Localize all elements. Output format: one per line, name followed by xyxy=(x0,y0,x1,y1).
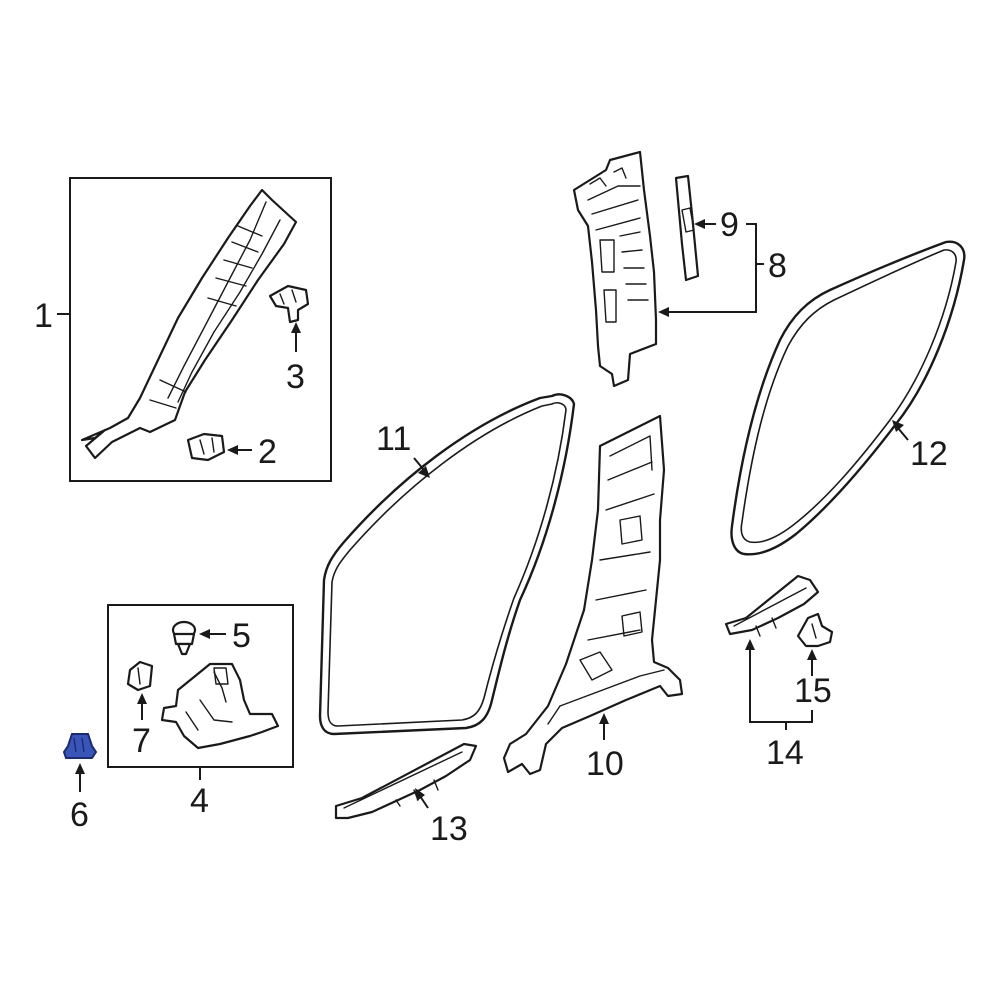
callout-7[interactable]: 7 xyxy=(132,722,151,760)
bracket-part-3[interactable] xyxy=(268,284,310,324)
arrow-13 xyxy=(415,788,425,801)
callout-12[interactable]: 12 xyxy=(910,435,948,473)
callout-4[interactable]: 4 xyxy=(190,782,209,820)
b-pillar-lower-trim-part-10[interactable] xyxy=(502,414,684,776)
cap-part-7[interactable] xyxy=(126,660,154,692)
a-pillar-trim[interactable] xyxy=(80,188,298,460)
arrow-9 xyxy=(694,219,705,229)
callout-13[interactable]: 13 xyxy=(430,810,468,848)
arrow-14 xyxy=(745,639,755,650)
callout-11[interactable]: 11 xyxy=(376,420,411,458)
callout-14[interactable]: 14 xyxy=(766,734,804,772)
b-pillar-upper-trim[interactable] xyxy=(572,150,658,388)
bracket-14 xyxy=(749,648,813,723)
leader-11 xyxy=(413,457,425,471)
front-scuff-plate-part-13[interactable] xyxy=(334,742,478,820)
leader-12 xyxy=(897,427,909,441)
callout-3[interactable]: 3 xyxy=(286,358,305,396)
rear-door-weatherstrip-part-12[interactable] xyxy=(730,240,966,556)
callout-2[interactable]: 2 xyxy=(258,433,277,471)
arrow-8 xyxy=(658,307,669,317)
callout-6[interactable]: 6 xyxy=(70,796,89,834)
arrow-2 xyxy=(227,445,238,455)
rear-scuff-plate-part-14[interactable] xyxy=(724,574,820,637)
arrow-7 xyxy=(137,693,147,704)
group-box-1 xyxy=(69,177,332,482)
leader-13 xyxy=(419,795,429,809)
callout-10[interactable]: 10 xyxy=(586,745,624,783)
clip-part-15[interactable] xyxy=(796,612,834,648)
callout-1[interactable]: 1 xyxy=(34,297,53,335)
arrow-6 xyxy=(75,763,85,774)
trim-insert-part-9[interactable] xyxy=(674,174,700,282)
callout-9[interactable]: 9 xyxy=(720,206,739,244)
arrow-3 xyxy=(291,322,301,333)
bracket-8 xyxy=(666,223,757,313)
lower-trim-part-4[interactable] xyxy=(160,662,280,750)
clip-part-2[interactable] xyxy=(186,432,226,462)
arrow-12 xyxy=(892,420,904,432)
front-door-weatherstrip-part-11[interactable] xyxy=(318,393,576,736)
arrow-5 xyxy=(199,629,210,639)
callout-15[interactable]: 15 xyxy=(794,672,832,710)
clip-part-6-highlighted[interactable] xyxy=(62,733,98,759)
arrow-11 xyxy=(418,466,430,478)
callout-8[interactable]: 8 xyxy=(768,247,787,285)
arrow-10 xyxy=(599,713,609,724)
arrow-15 xyxy=(807,649,817,660)
callout-5[interactable]: 5 xyxy=(232,617,251,655)
push-clip-part-5[interactable] xyxy=(171,620,197,656)
